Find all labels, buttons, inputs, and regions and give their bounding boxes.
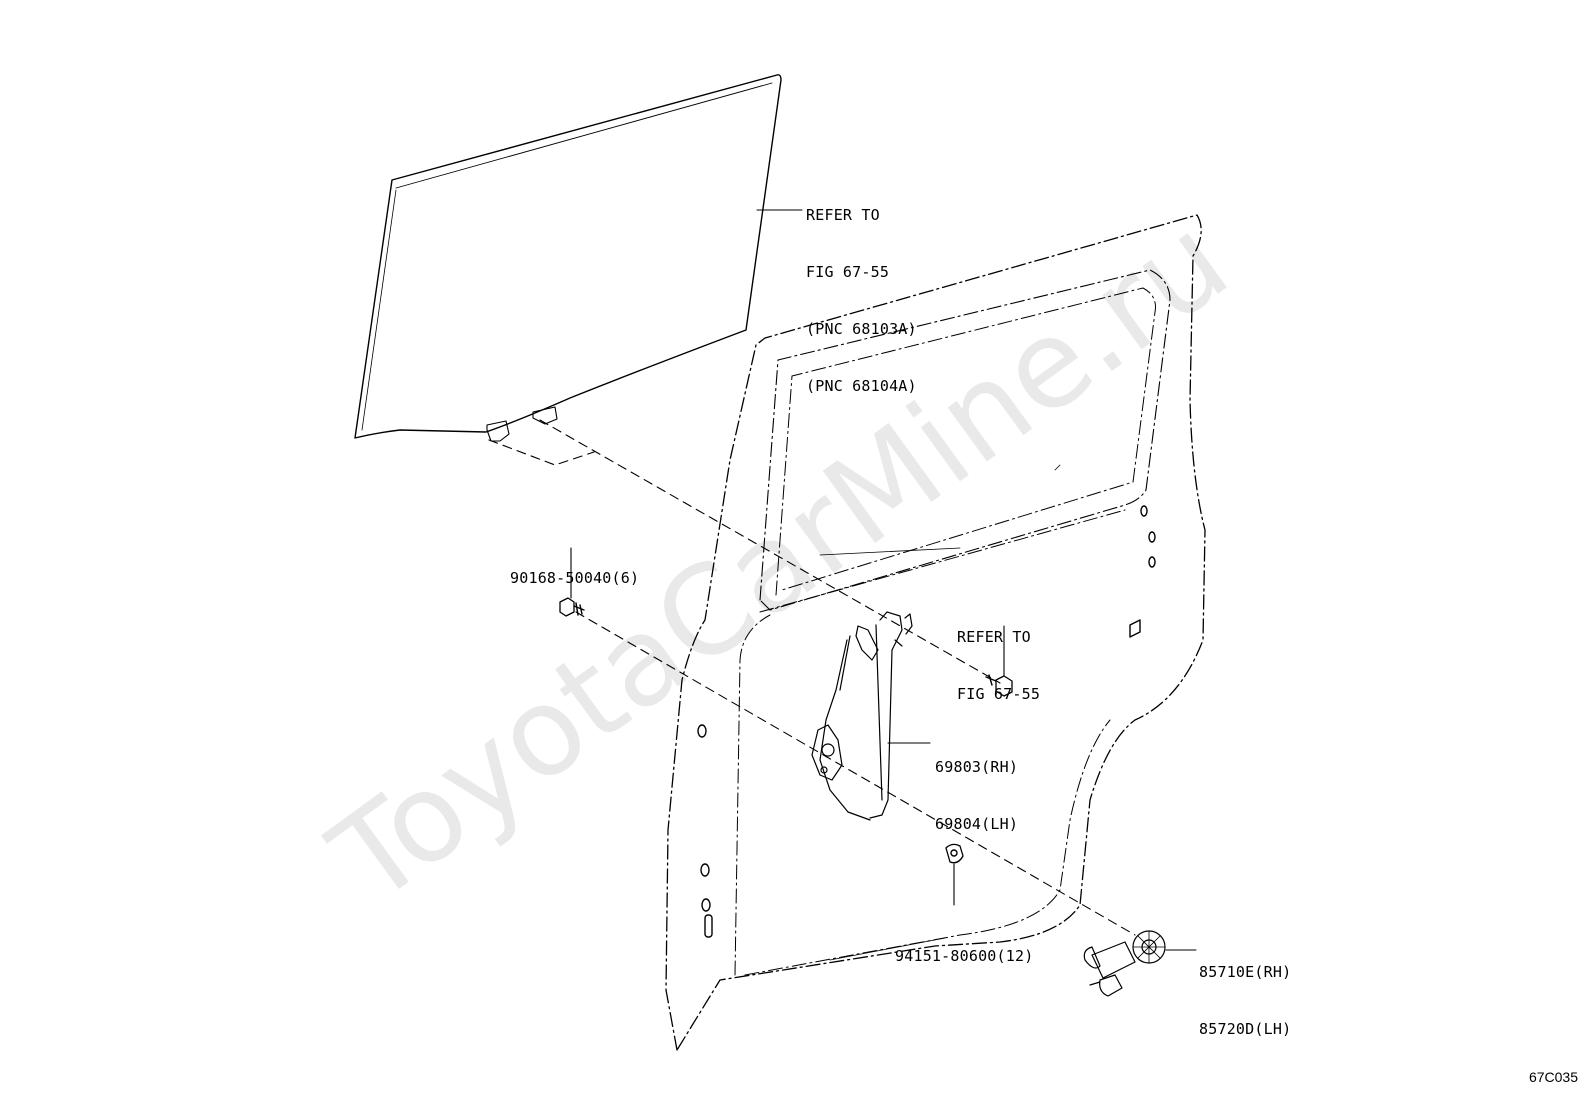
door-panel <box>665 214 1206 1051</box>
nut-part <box>945 843 964 864</box>
callout-leaders <box>570 209 1197 951</box>
regulator-part-number: 69803(RH) 69804(LH) <box>935 720 1018 872</box>
bolt-part <box>559 597 585 617</box>
door-glass <box>354 74 782 442</box>
bolt-part-text: 90168-50040(6) <box>510 569 640 587</box>
figure-code: 67C035 <box>1528 1069 1578 1085</box>
bolt-part-number: 90168-50040(6) <box>510 531 639 626</box>
clip-refer-label: REFER TO FIG 67-55 <box>957 590 1040 742</box>
clip-refer-line1: REFER TO <box>957 628 1031 646</box>
nut-part-number: 94151-80600(12) <box>895 909 1033 1004</box>
regulator-rh: 69803(RH) <box>935 758 1019 776</box>
motor-lh: 85720D(LH) <box>1199 1020 1292 1038</box>
glass-pnc-rh: (PNC 68103A) <box>806 320 917 338</box>
regulator-lh: 69804(LH) <box>935 815 1019 833</box>
glass-refer-label: REFER TO FIG 67-55 (PNC 68103A) (PNC 681… <box>806 168 917 434</box>
nut-part-text: 94151-80600(12) <box>895 947 1034 965</box>
glass-refer-line1: REFER TO <box>806 206 880 224</box>
explode-lines <box>488 419 1136 936</box>
glass-pnc-lh: (PNC 68104A) <box>806 377 917 395</box>
motor-part-number: 85710E(RH) 85720D(LH) <box>1199 925 1291 1077</box>
window-regulator <box>811 611 913 821</box>
motor-rh: 85710E(RH) <box>1199 963 1292 981</box>
window-motor <box>1083 930 1166 997</box>
glass-refer-line2: FIG 67-55 <box>806 263 890 281</box>
clip-refer-line2: FIG 67-55 <box>957 685 1041 703</box>
